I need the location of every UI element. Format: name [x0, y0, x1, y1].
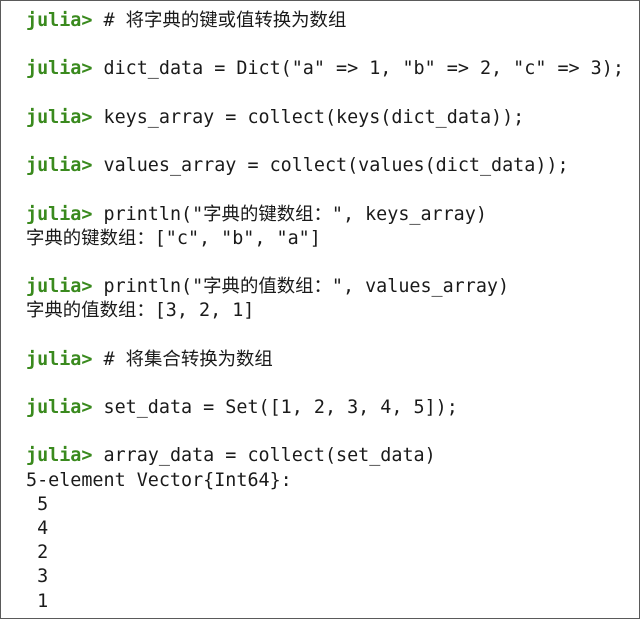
repl-prompt: julia>	[26, 10, 93, 31]
repl-input-line: julia> # 将字典的键或值转换为数组	[26, 9, 624, 33]
repl-output-line: 3	[26, 565, 624, 589]
repl-output-text: 字典的值数组：[3, 2, 1]	[26, 300, 255, 322]
repl-input-text: # 将集合转换为数组	[92, 348, 273, 370]
repl-output-line: 字典的键数组：["c", "b", "a"]	[26, 227, 624, 251]
repl-prompt: julia>	[26, 397, 93, 418]
repl-input-text: println("字典的值数组：", values_array)	[92, 276, 510, 298]
repl-input-line: julia> # 将集合转换为数组	[26, 348, 624, 372]
repl-output-text: 5-element Vector{Int64}:	[26, 469, 292, 491]
repl-output-line: 5	[26, 493, 624, 517]
repl-input-text: dict_data = Dict("a" => 1, "b" => 2, "c"…	[92, 58, 624, 80]
repl-output-line: 4	[26, 517, 624, 541]
repl-prompt: julia>	[26, 203, 93, 225]
repl-output-line: 字典的值数组：[3, 2, 1]	[26, 299, 624, 323]
repl-output-line: 5-element Vector{Int64}:	[26, 469, 624, 493]
repl-prompt: julia>	[26, 155, 93, 177]
repl-output-text: 3	[26, 566, 49, 588]
repl-input-line: julia> println("字典的值数组：", values_array)	[26, 275, 624, 299]
repl-blank-line	[26, 82, 624, 106]
repl-input-line: julia> values_array = collect(values(dic…	[26, 154, 624, 178]
repl-blank-line	[26, 178, 624, 202]
repl-output-line: 2	[26, 541, 624, 565]
repl-input-text: array_data = collect(set_data)	[92, 445, 436, 467]
repl-prompt: julia>	[26, 106, 93, 128]
repl-blank-line	[26, 251, 624, 275]
repl-input-line: julia> set_data = Set([1, 2, 3, 4, 5]);	[26, 396, 624, 420]
repl-prompt: julia>	[26, 276, 93, 298]
repl-input-text: # 将字典的键或值转换为数组	[92, 10, 347, 31]
repl-input-text: set_data = Set([1, 2, 3, 4, 5]);	[92, 397, 458, 418]
repl-prompt: julia>	[26, 58, 93, 80]
repl-output-text: 4	[26, 517, 49, 539]
repl-blank-line	[26, 420, 624, 444]
repl-input-line: julia> array_data = collect(set_data)	[26, 444, 624, 468]
repl-blank-line	[26, 372, 624, 396]
repl-input-line: julia> keys_array = collect(keys(dict_da…	[26, 106, 624, 130]
repl-output-text: 5	[26, 493, 49, 515]
repl-output-line: 1	[26, 590, 624, 614]
repl-input-text: keys_array = collect(keys(dict_data));	[92, 106, 525, 128]
repl-input-text: values_array = collect(values(dict_data)…	[92, 155, 569, 177]
repl-blank-line	[26, 323, 624, 347]
repl-blank-line	[26, 33, 624, 57]
repl-output-text: 字典的键数组：["c", "b", "a"]	[26, 227, 321, 249]
repl-prompt: julia>	[26, 348, 93, 370]
repl-input-line: julia> dict_data = Dict("a" => 1, "b" =>…	[26, 57, 624, 81]
repl-input-line: julia> println("字典的键数组：", keys_array)	[26, 203, 624, 227]
repl-input-text: println("字典的键数组：", keys_array)	[92, 203, 487, 225]
repl-output-text: 1	[26, 590, 49, 612]
repl-prompt: julia>	[26, 445, 93, 467]
repl-blank-line	[26, 130, 624, 154]
repl-output-text: 2	[26, 542, 49, 564]
